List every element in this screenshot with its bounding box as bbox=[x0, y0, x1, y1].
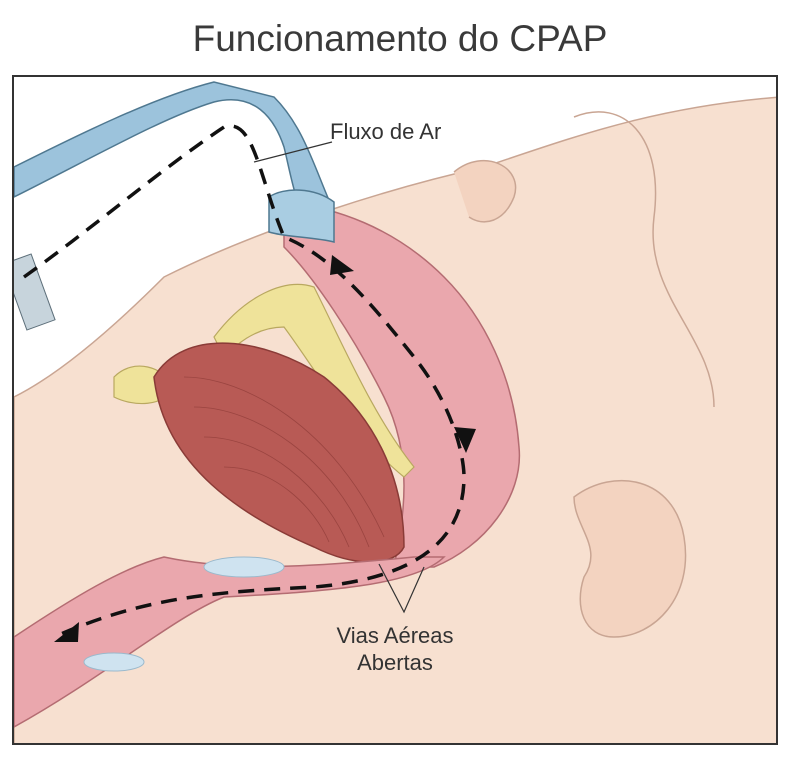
tongue-fibers bbox=[183, 376, 385, 548]
ear bbox=[573, 479, 687, 638]
cartilage bbox=[83, 652, 145, 672]
nose bbox=[453, 160, 517, 223]
airway-leader bbox=[378, 563, 425, 614]
brow bbox=[573, 111, 715, 408]
tube-connector bbox=[14, 253, 56, 331]
airflow-arrow bbox=[54, 622, 79, 642]
airway-label-line2: Abertas bbox=[357, 650, 433, 675]
trachea bbox=[14, 556, 446, 728]
tongue bbox=[153, 342, 405, 563]
airflow-arrow bbox=[330, 255, 354, 275]
airflow-label: Fluxo de Ar bbox=[330, 119, 442, 144]
nasal-cavity bbox=[283, 201, 521, 568]
airway-label-line1: Vias Aéreas bbox=[336, 623, 454, 648]
cpap-mask bbox=[268, 189, 335, 243]
airflow-leader bbox=[253, 141, 333, 163]
airway-label: Vias Aéreas Abertas bbox=[320, 622, 470, 676]
airflow-arrow bbox=[454, 427, 476, 453]
cartilage bbox=[203, 556, 285, 578]
cpap-illustration bbox=[14, 81, 776, 743]
airflow-path bbox=[22, 124, 466, 639]
illustration-frame bbox=[12, 75, 778, 745]
diagram-title: Funcionamento do CPAP bbox=[192, 18, 608, 59]
